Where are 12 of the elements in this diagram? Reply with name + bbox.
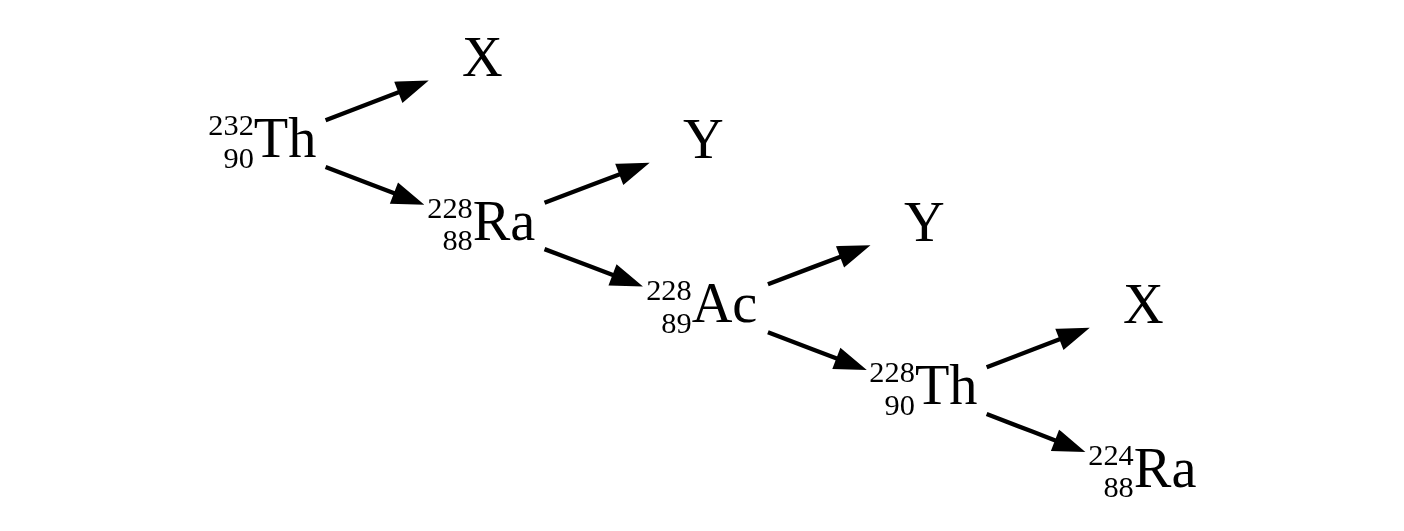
arrow bbox=[324, 80, 429, 123]
arrow bbox=[985, 327, 1090, 370]
node-text: X bbox=[1122, 273, 1164, 336]
arrow bbox=[766, 245, 870, 287]
node-text: Y bbox=[682, 108, 724, 171]
arrow bbox=[766, 330, 867, 370]
node-text: Y bbox=[903, 190, 945, 253]
arrow bbox=[985, 412, 1085, 452]
arrow bbox=[324, 164, 424, 205]
arrow bbox=[543, 162, 650, 205]
arrow bbox=[543, 247, 643, 287]
node-text: X bbox=[461, 25, 503, 88]
